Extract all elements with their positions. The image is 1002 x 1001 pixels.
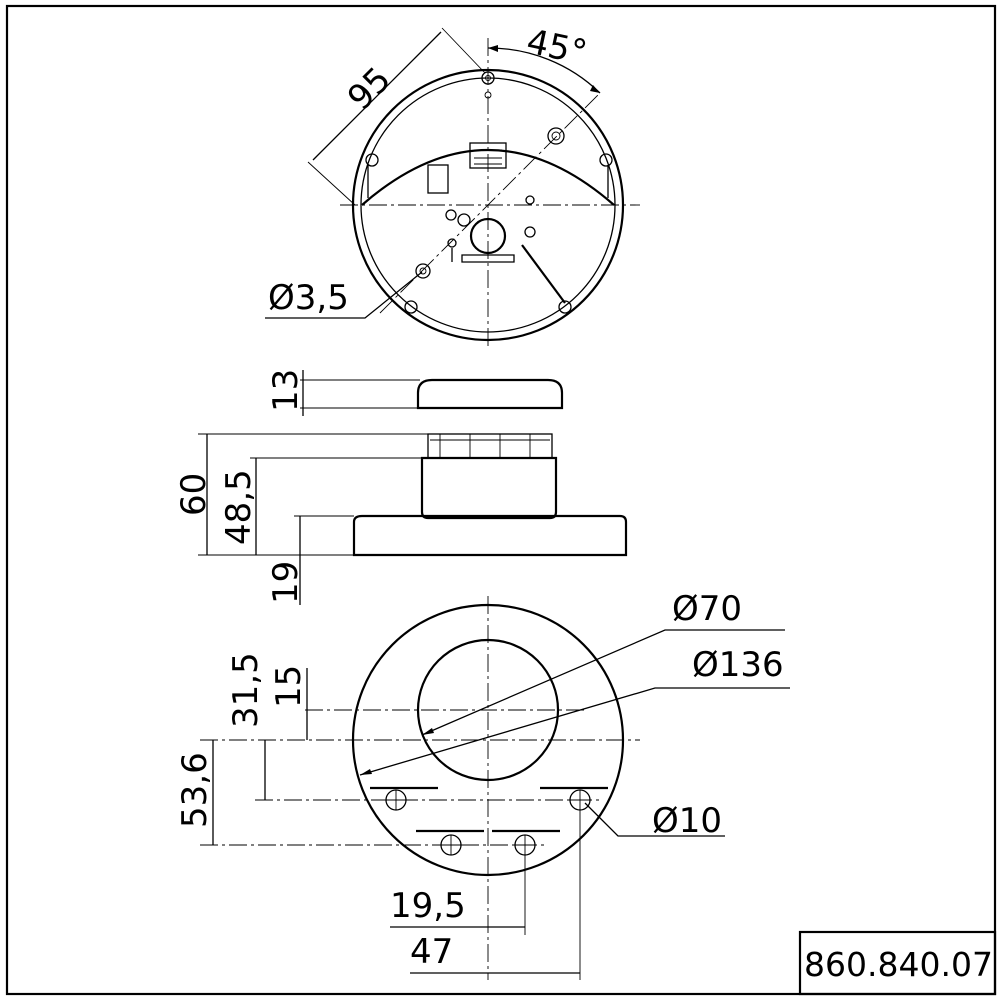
outer-diameter-leader [359,687,790,776]
angle-dimension-arc [487,47,601,94]
side-body [420,456,558,520]
top-connector-pins [474,149,502,165]
bottom-view: Ø70 Ø136 Ø10 31,5 15 53,6 19,5 47 [175,589,790,980]
outer-diameter-label: Ø136 [692,645,784,685]
width-dimension-line [312,31,442,161]
spacing-outer-label: 47 [410,932,453,972]
side-view: 13 60 48,5 19 [174,369,628,605]
part-number: 860.840.07 [804,945,993,984]
top-component [427,164,449,194]
hole-diameter-leader [584,802,725,837]
side-cap [416,378,564,410]
top-boss-top [481,71,495,85]
inner-diameter-leader [421,629,785,736]
drawing-frame [5,4,997,996]
side-base [352,514,628,557]
top-wire [521,244,566,304]
top-connector [469,142,507,169]
side-connector-block [427,433,553,459]
spacing-inner-label: 19,5 [390,886,466,926]
inner-diameter-label: Ø70 [672,589,742,629]
total-height-label: 60 [174,473,214,516]
top-boss-bottom-right [558,300,572,314]
cap-height-label: 13 [266,369,306,412]
hole-leader [265,271,423,319]
top-rib-walls [367,165,609,198]
top-boss-left [365,153,379,167]
top-lamp-socket [469,217,507,255]
top-view: 45° 95 Ø3,5 [265,22,640,350]
hole-label: Ø3,5 [268,278,349,318]
offset-c-label: 53,6 [175,752,215,828]
top-socket-base [461,254,515,263]
top-hole-35 [415,263,431,279]
top-boss-right [599,153,613,167]
part-number-box [798,930,997,996]
offset-a-label: 31,5 [226,652,266,728]
body-height-label: 48,5 [219,469,259,545]
base-height-label: 19 [266,561,306,604]
top-boss-bottom-left [404,300,418,314]
top-boss-diagonal [547,127,565,145]
width-label: 95 [340,59,399,118]
hole-diameter-label: Ø10 [652,801,722,841]
offset-b-label: 15 [269,665,309,708]
angle-label: 45° [523,22,590,74]
